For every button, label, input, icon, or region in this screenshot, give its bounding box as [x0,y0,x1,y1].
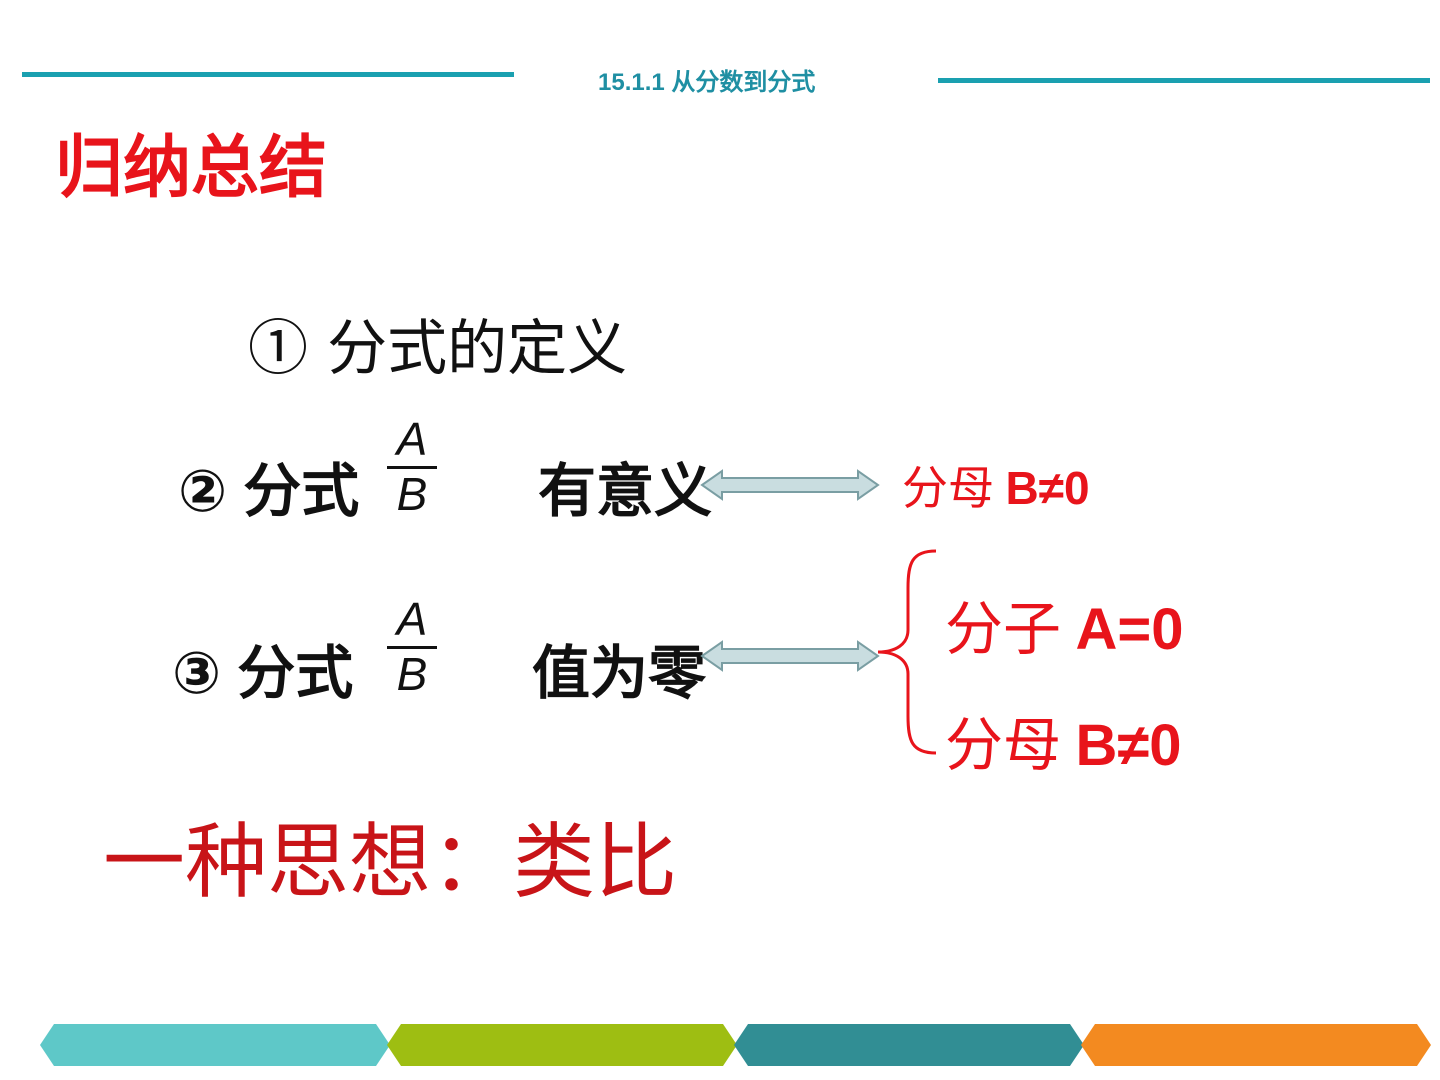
fraction-numerator: A [387,416,437,469]
result-denominator-nonzero: 分母 B≠0 [945,698,1182,782]
fraction-denominator: B [396,648,428,700]
footer-band [40,1024,390,1066]
section-title: 归纳总结 [55,130,328,206]
item-definition: ① 分式的定义 [248,314,628,384]
footer-band [734,1024,1084,1066]
item-meaningful-prefix: ② 分式 [178,459,360,524]
fraction-numerator: A [387,596,437,649]
header-rule-left [22,72,514,77]
double-arrow-icon [700,469,880,501]
result-expression: B≠0 [1075,713,1182,778]
result-denominator-nonzero: 分母 B≠0 [902,452,1090,518]
thinking-method: 一种思想：类比 [103,815,678,910]
fraction-a-over-b: A B [387,416,437,517]
item-zero-condition: 值为零 [532,641,707,706]
header-rule-right [938,78,1430,83]
result-expression: A=0 [1075,597,1184,662]
result-label: 分子 [945,595,1062,663]
fraction-a-over-b: A B [387,596,437,697]
item-meaningful-condition: 有意义 [538,459,713,524]
footer-band [387,1024,737,1066]
footer-band [1081,1024,1431,1066]
curly-brace-icon [877,549,937,755]
item-zero-prefix: ③ 分式 [172,641,354,706]
header-title: 15.1.1 从分数到分式 [598,69,816,96]
result-label: 分母 [902,461,994,515]
result-expression: B≠0 [1005,462,1090,514]
fraction-denominator: B [396,468,428,520]
result-numerator-zero: 分子 A=0 [945,582,1184,666]
result-label: 分母 [945,711,1062,779]
double-arrow-icon [700,640,880,672]
